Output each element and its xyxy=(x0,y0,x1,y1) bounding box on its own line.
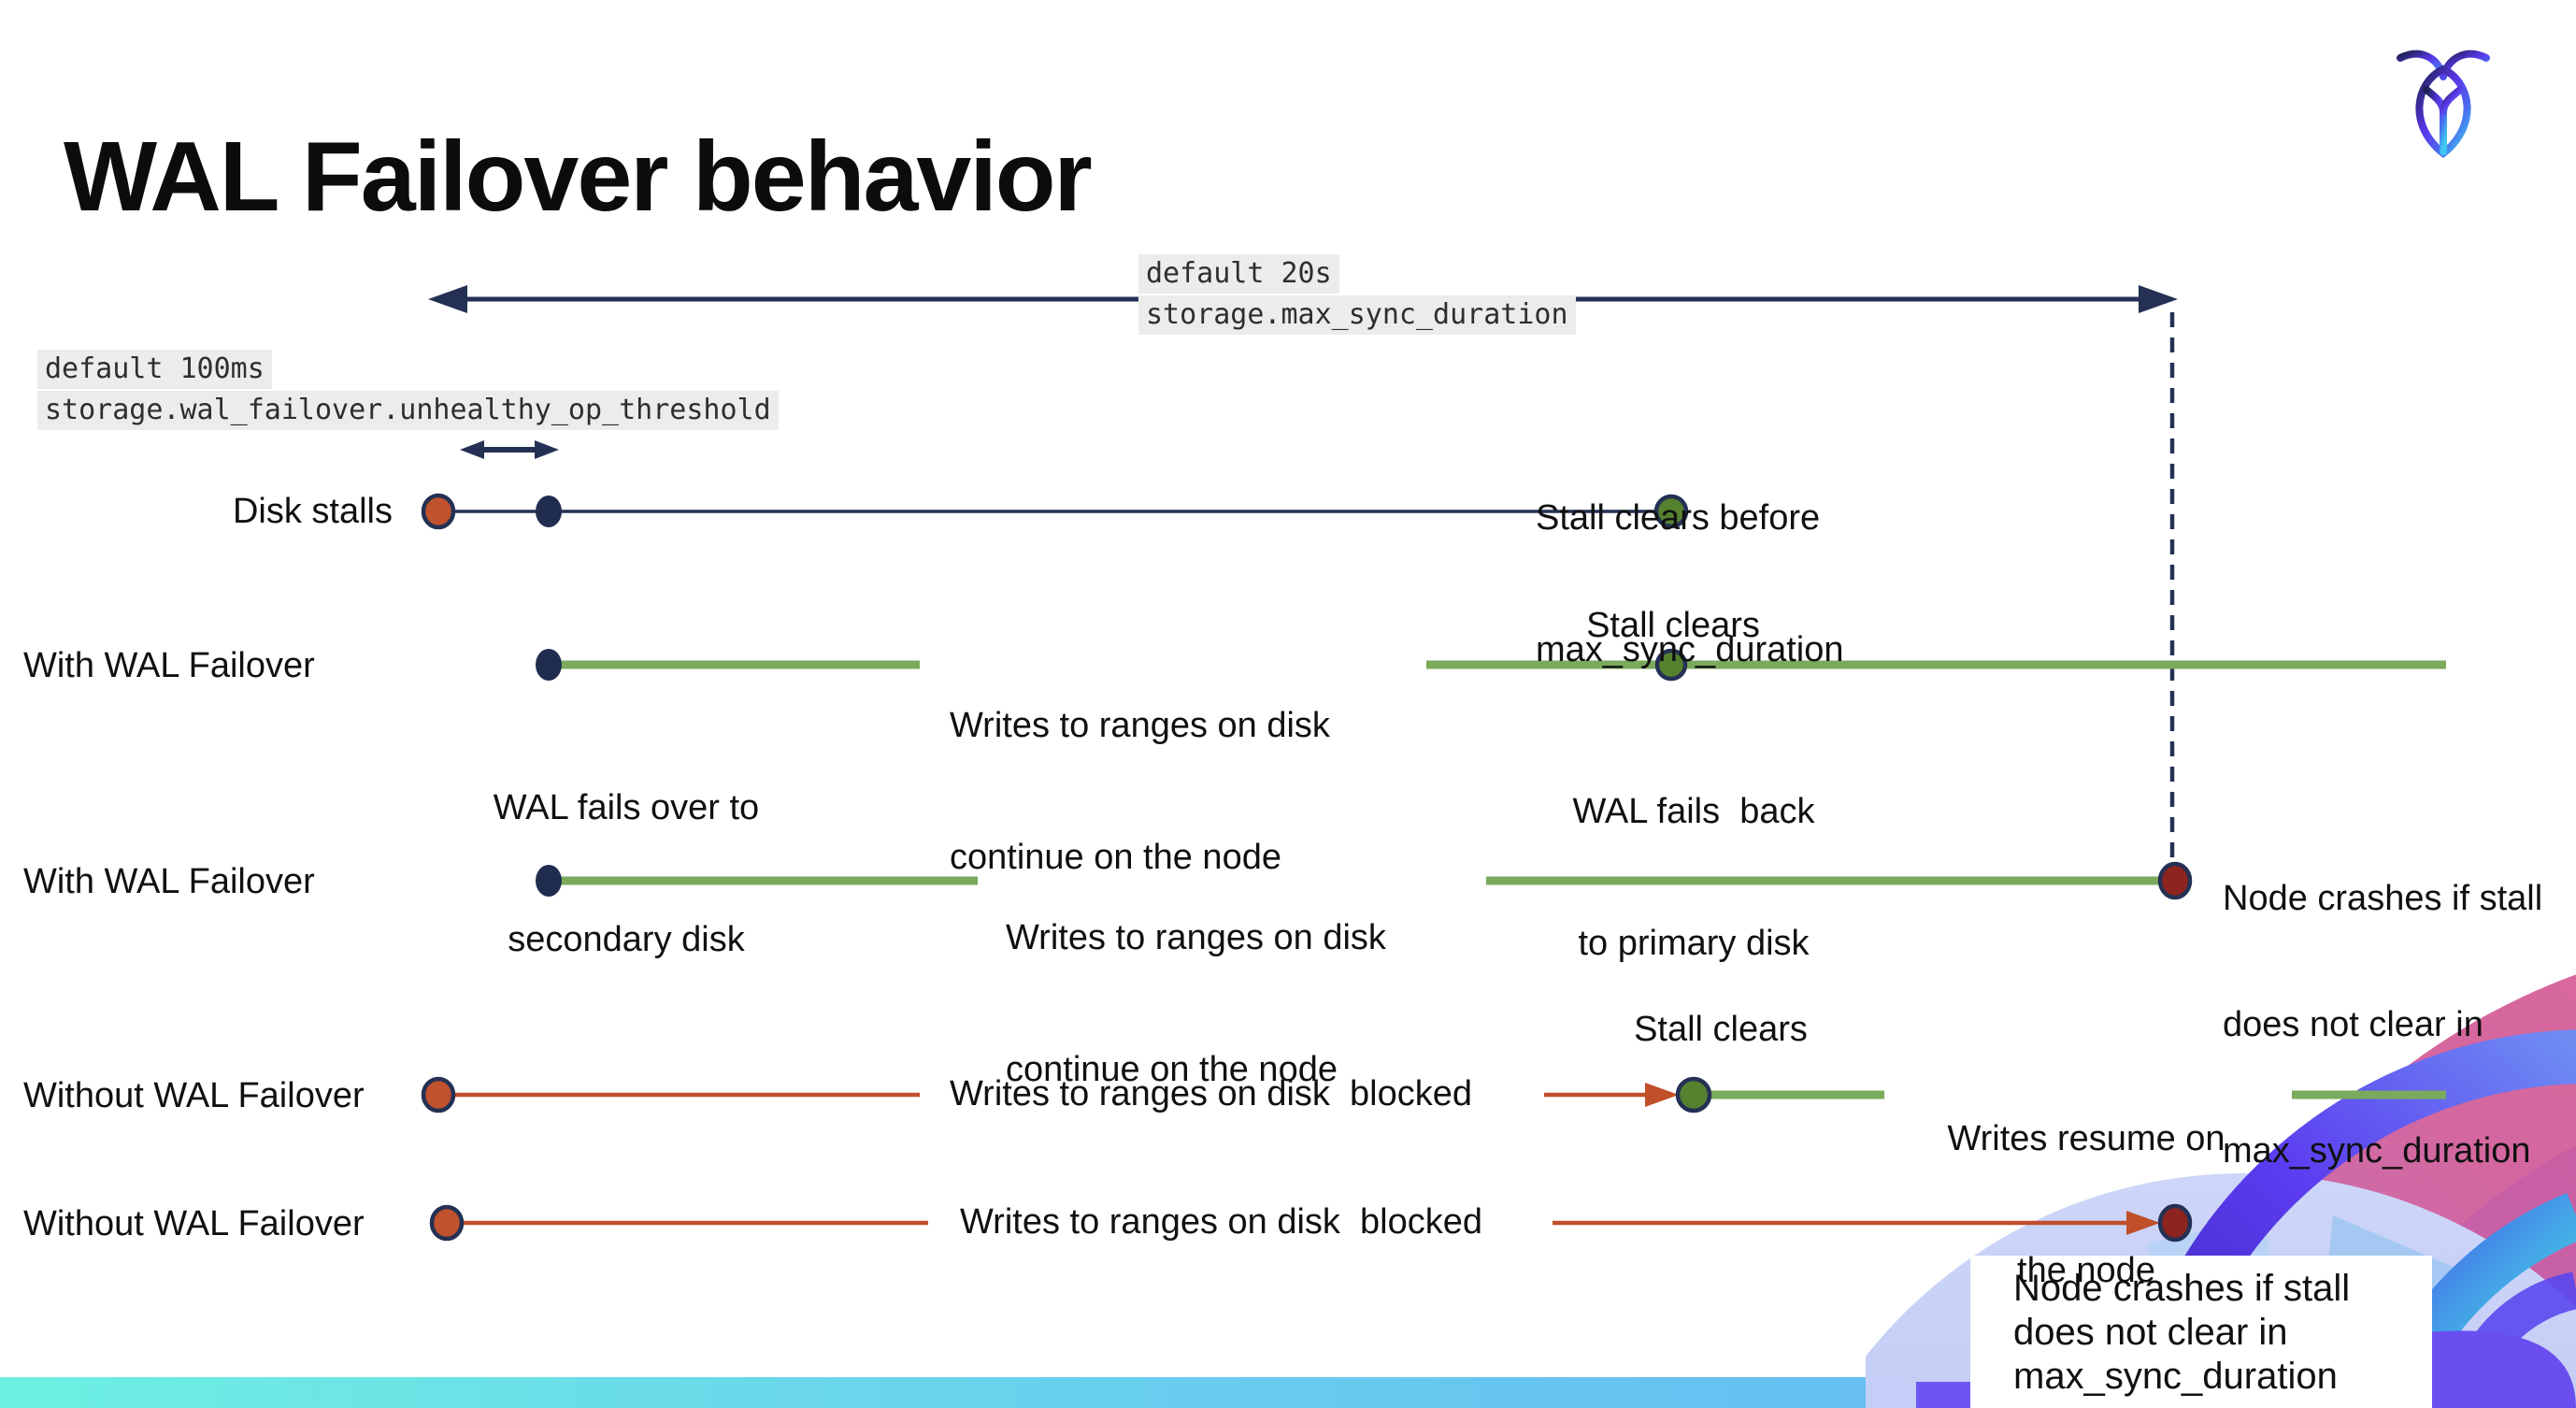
crash-note-line1: Node crashes if stall xyxy=(2013,1268,2351,1309)
unhealthy-op-threshold-arrow xyxy=(460,440,559,459)
row-without-wal-a xyxy=(421,1076,2446,1113)
unhealthy-op-setting-name: storage.wal_failover.unhealthy_op_thresh… xyxy=(37,391,779,430)
art-violet-block xyxy=(1916,1382,1970,1408)
row-label-disk-stalls: Disk stalls xyxy=(232,492,393,531)
node-crashes-note-a: Node crashes if stall does not clear in … xyxy=(2223,879,2543,1171)
cockroachdb-logo-icon xyxy=(2397,50,2490,159)
writes-continue-note-a: Writes to ranges on disk continue on the… xyxy=(950,706,1330,877)
row-label-with-wal-a: With WAL Failover xyxy=(23,646,315,685)
crash-note-line3: max_sync_duration xyxy=(2013,1356,2338,1397)
row-label-without-wal-b: Without WAL Failover xyxy=(23,1204,365,1243)
row-with-wal-a xyxy=(536,648,2446,682)
writes-continue-note-b: Writes to ranges on disk continue on the… xyxy=(1006,918,1386,1089)
row-with-wal-b xyxy=(536,861,2193,900)
row-label-without-wal-a: Without WAL Failover xyxy=(23,1076,365,1115)
writes-blocked-note-a: Writes to ranges on disk blocked xyxy=(950,1074,1473,1113)
stall-clears-note-a: Stall clears xyxy=(1586,606,1760,645)
max-sync-default-label: default 20s xyxy=(1138,254,1339,294)
page-title: WAL Failover behavior xyxy=(64,122,1093,233)
writes-resume-note: Writes resume on the node xyxy=(1947,1119,2225,1290)
art-corner-violet xyxy=(2389,1330,2576,1408)
unhealthy-op-default-label: default 100ms xyxy=(37,350,272,389)
crash-note-line2: does not clear in xyxy=(2013,1312,2288,1353)
row-label-with-wal-b: With WAL Failover xyxy=(23,862,315,901)
stall-clears-note-b: Stall clears xyxy=(1634,1010,1808,1049)
max-sync-setting-name: storage.max_sync_duration xyxy=(1138,295,1576,335)
wal-fails-over-note: WAL fails over to secondary disk xyxy=(493,788,760,959)
crash-note-box: Node crashes if stall does not clear in … xyxy=(1970,1256,2432,1408)
row-without-wal-b xyxy=(429,1203,2193,1243)
writes-blocked-note-b: Writes to ranges on disk blocked xyxy=(960,1202,1483,1242)
stall-clears-before-note: Stall clears before max_sync_duration xyxy=(1536,498,1844,669)
row-disk-stalls xyxy=(421,493,1689,530)
wal-fails-back-note: WAL fails back to primary disk xyxy=(1572,792,1815,963)
